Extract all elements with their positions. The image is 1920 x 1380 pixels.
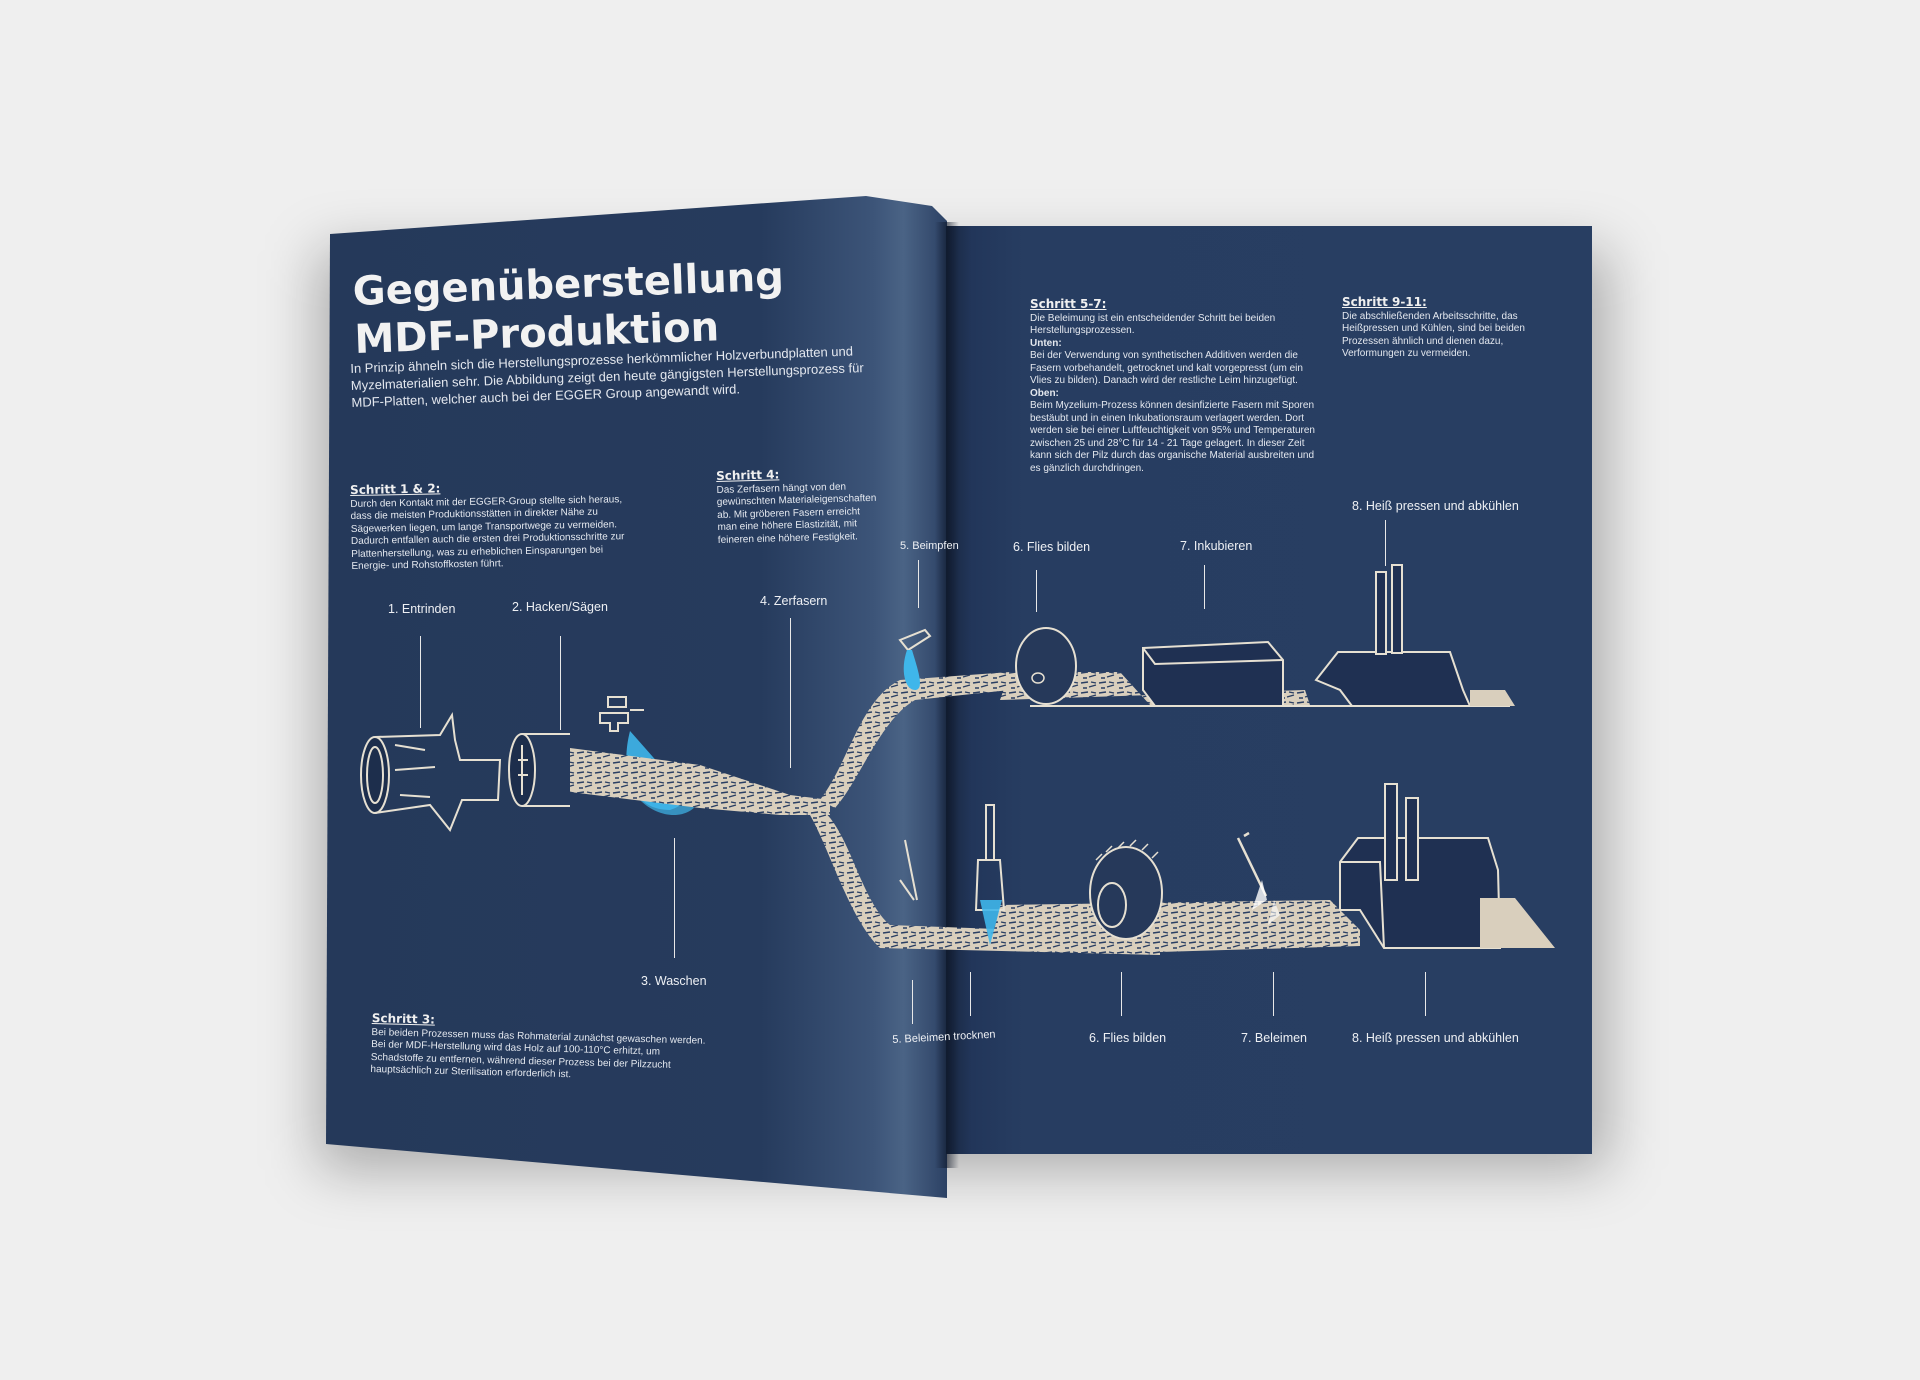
leader-hacken (560, 636, 561, 730)
step-5-7-intro: Die Beleimung ist ein entscheidender Sch… (1030, 312, 1276, 337)
step-9-11-block: Schritt 9-11: Die abschließenden Arbeits… (1342, 296, 1542, 361)
leader-bottom-trocknen (970, 972, 971, 1016)
leader-bottom-beleimen (1273, 972, 1274, 1016)
step-3-block: Schritt 3: Bei beiden Prozessen muss das… (370, 1011, 712, 1085)
bottom-process-line (899, 783, 1555, 952)
label-waschen: 3. Waschen (641, 974, 707, 988)
leader-top-inkubieren (1204, 565, 1205, 609)
water-tap-illustration (599, 696, 644, 732)
leader-beimpfen (918, 560, 919, 608)
step-5-7-block: Schritt 5-7: Die Beleimung ist ein entsc… (1030, 298, 1320, 475)
step-5-7-heading: Schritt 5-7: (1030, 297, 1107, 311)
left-page (326, 196, 947, 1198)
leader-entrinden (420, 636, 421, 728)
step-5-7-unten-text: Bei der Verwendung von synthetischen Add… (1030, 350, 1303, 386)
step-1-2-text: Durch den Kontakt mit der EGGER-Group st… (350, 493, 625, 572)
label-top-flies: 6. Flies bilden (1013, 540, 1091, 554)
label-hacken: 2. Hacken/Sägen (512, 600, 608, 614)
label-bottom-press: 8. Heiß pressen und abkühlen (1352, 1031, 1519, 1045)
leader-zerfasern (790, 618, 791, 768)
step-4-block: Schritt 4: Das Zerfasern hängt von den g… (716, 466, 878, 547)
step-5-7-unten-label: Unten: (1030, 337, 1062, 349)
fiber-stream-upper (820, 672, 1010, 808)
leader-bottom-beleimen-trocknen (912, 980, 913, 1024)
label-beimpfen: 5. Beimpfen (900, 540, 959, 552)
label-top-inkubieren: 7. Inkubieren (1180, 539, 1253, 553)
label-bottom-beleimen: 7. Beleimen (1241, 1031, 1308, 1045)
step-5-7-oben-label: Oben: (1030, 387, 1059, 399)
leader-top-flies (1036, 570, 1037, 612)
fiber-stream-main (570, 748, 830, 815)
leader-top-press (1385, 520, 1386, 566)
label-entrinden: 1. Entrinden (388, 602, 456, 616)
leader-bottom-flies (1121, 972, 1122, 1016)
step-1-2-block: Schritt 1 & 2: Durch den Kontakt mit der… (350, 479, 637, 573)
leader-bottom-press (1425, 972, 1426, 1016)
log-illustration (360, 711, 502, 832)
step-9-11-heading: Schritt 9-11: (1342, 295, 1427, 309)
step-3-text: Bei beiden Prozessen muss das Rohmateria… (370, 1026, 706, 1081)
top-process-line (898, 564, 1515, 707)
label-top-press: 8. Heiß pressen und abkühlen (1352, 499, 1519, 513)
chopped-wood-illustration (508, 733, 570, 807)
step-4-text: Das Zerfasern hängt von den gewünschten … (716, 481, 877, 546)
label-zerfasern: 4. Zerfasern (760, 594, 828, 608)
step-5-7-oben-text: Beim Myzelium-Prozess können desinfizier… (1030, 400, 1315, 474)
leader-waschen (674, 838, 675, 958)
label-bottom-flies: 6. Flies bilden (1089, 1031, 1167, 1045)
step-9-11-text: Die abschließenden Arbeitsschritte, das … (1342, 310, 1525, 360)
